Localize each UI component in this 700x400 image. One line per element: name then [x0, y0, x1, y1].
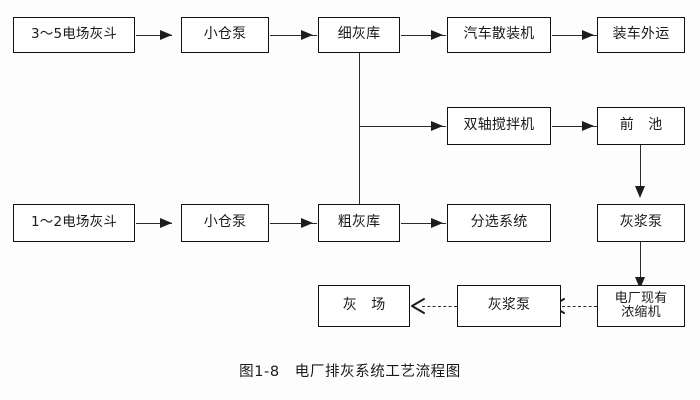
node-label: 双轴搅拌机	[463, 117, 535, 134]
edge-front-pool-to-slurry-pump	[640, 145, 641, 192]
edge-pump-to-fine-silo	[270, 35, 317, 36]
figure-caption: 图1-8 电厂排灰系统工艺流程图	[239, 364, 461, 380]
edge-coarse-silo-to-sorting	[401, 223, 446, 224]
node-label: 装车外运	[612, 26, 670, 43]
node-label: 小仓泵	[203, 26, 247, 43]
node-label: 小仓泵	[203, 214, 247, 231]
arrowhead-down	[634, 277, 645, 289]
node-label: 分选系统	[470, 214, 528, 231]
arrowhead-right	[582, 120, 594, 131]
node-label: 细灰库	[337, 26, 381, 43]
node-label: 汽车散装机	[463, 26, 535, 43]
arrowhead-right	[160, 29, 172, 40]
arrowhead-right	[301, 29, 313, 40]
arrowhead-right	[431, 217, 443, 228]
node-label-line2: 浓缩机	[621, 305, 661, 320]
edge-slurry-pump-to-thickener	[640, 242, 641, 286]
arrowhead-right	[301, 217, 313, 228]
node-small-pump-top[interactable]: 小仓泵	[181, 17, 269, 53]
node-label: 粗灰库	[337, 214, 381, 231]
node-slurry-pump-right[interactable]: 灰浆泵	[597, 204, 685, 242]
edge-mixer-to-front-pool	[552, 126, 597, 127]
node-twin-shaft-mixer[interactable]: 双轴搅拌机	[447, 107, 551, 145]
arrowhead-right	[160, 217, 172, 228]
node-slurry-pump-bottom[interactable]: 灰浆泵	[457, 285, 561, 327]
edge-trunk-to-mixer	[360, 126, 446, 127]
edge-loader-to-outbound	[552, 35, 597, 36]
node-label-line1: 电厂现有	[614, 291, 668, 307]
node-coarse-ash-silo[interactable]: 粗灰库	[318, 204, 400, 242]
node-hopper-35[interactable]: 3～5电场灰斗	[13, 17, 135, 53]
arrowhead-right	[431, 120, 443, 131]
edge-thickener-to-slurry-pump-dashed	[562, 306, 597, 307]
node-label: 1～2电场灰斗	[30, 214, 118, 231]
node-label: 灰浆泵	[619, 214, 663, 231]
arrowhead-right	[431, 29, 443, 40]
edge-slurry-pump-to-ash-yard-dashed	[422, 306, 457, 307]
node-label: 灰浆泵	[487, 297, 531, 314]
node-ash-yard[interactable]: 灰 场	[318, 285, 410, 327]
arrowhead-down	[634, 186, 645, 198]
arrowhead-left-open	[409, 297, 427, 315]
node-front-pool[interactable]: 前 池	[597, 107, 685, 145]
node-label: 灰 场	[342, 297, 391, 314]
edge-pump-to-coarse-silo	[270, 223, 317, 224]
node-small-pump-bottom[interactable]: 小仓泵	[181, 204, 269, 242]
node-label: 前 池	[619, 117, 668, 134]
node-truck-bulk-loader[interactable]: 汽车散装机	[447, 17, 551, 53]
edge-hopper12-to-pump	[136, 223, 172, 224]
node-label: 3～5电场灰斗	[30, 26, 118, 43]
edge-fine-silo-to-loader	[401, 35, 446, 36]
arrowhead-right	[582, 29, 594, 40]
node-truck-outbound[interactable]: 装车外运	[597, 17, 685, 53]
node-sorting-system[interactable]: 分选系统	[447, 204, 551, 242]
edge-hopper35-to-pump	[136, 35, 172, 36]
node-existing-thickener[interactable]: 电厂现有 浓缩机	[597, 285, 685, 327]
node-hopper-12[interactable]: 1～2电场灰斗	[13, 204, 135, 242]
edge-fine-silo-to-coarse-silo	[359, 53, 360, 205]
node-fine-ash-silo[interactable]: 细灰库	[318, 17, 400, 53]
